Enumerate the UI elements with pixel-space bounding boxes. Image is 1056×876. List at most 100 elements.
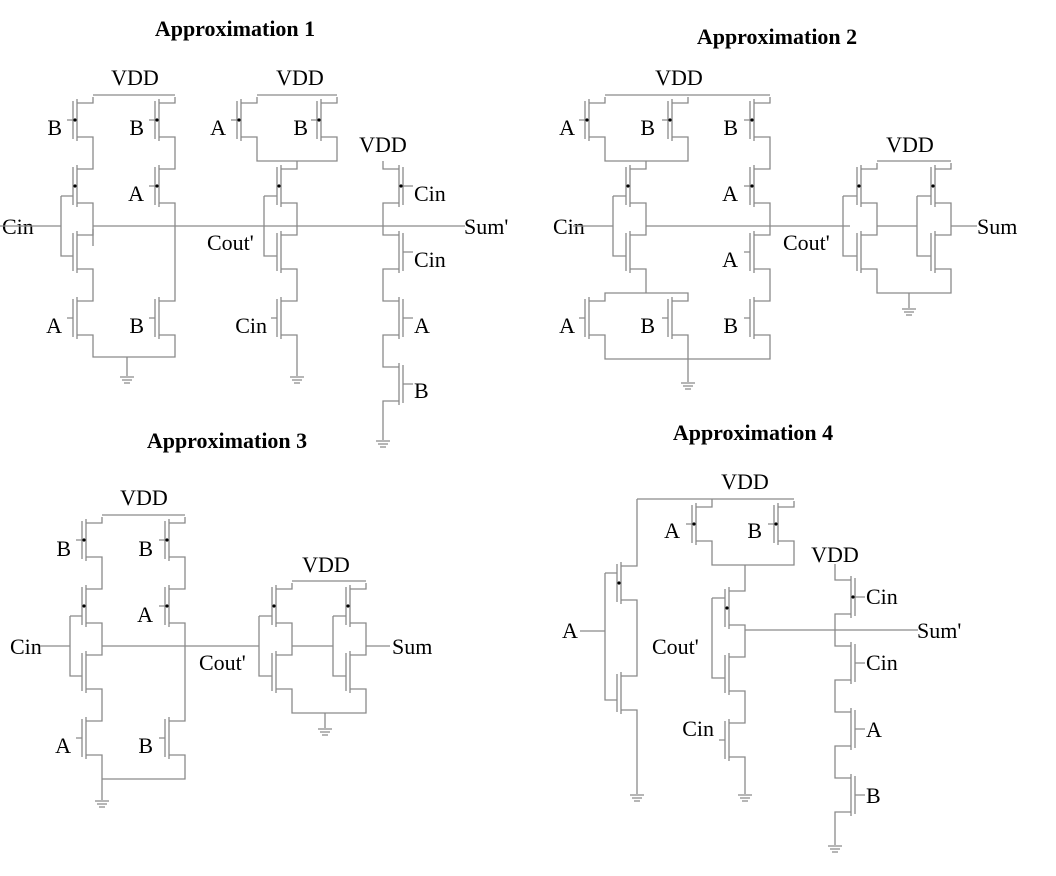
wires <box>0 94 977 853</box>
output-label-sum: Sum' <box>917 618 961 643</box>
wire <box>101 563 186 583</box>
pmos-transistor <box>625 163 647 209</box>
wire <box>842 195 931 257</box>
nmos-transistor <box>930 229 952 275</box>
pmos-transistor <box>72 163 94 209</box>
vdd-label: VDD <box>359 132 407 157</box>
pmos-bubble-icon <box>73 118 77 122</box>
nmos-transistor <box>276 229 298 275</box>
input-label-a: A <box>562 618 578 643</box>
nmos-transistor <box>662 295 689 341</box>
pmos-bubble-icon <box>626 184 630 188</box>
pmos-bubble-icon <box>272 604 276 608</box>
node-label-cout: Cout' <box>199 650 246 675</box>
vdd-label: VDD <box>276 65 324 90</box>
pmos-transistor <box>159 583 186 629</box>
gate-label: Cin <box>682 716 714 741</box>
wire <box>258 615 346 677</box>
wire <box>604 341 771 382</box>
wire <box>256 143 338 163</box>
ground-icon <box>120 376 134 384</box>
pmos-bubble-icon <box>725 606 729 610</box>
pmos-transistor <box>67 97 94 143</box>
nmos-transistor <box>271 295 298 341</box>
pmos-transistor <box>834 574 865 620</box>
nmos-transistor <box>67 295 94 341</box>
gate-label: A <box>128 181 144 206</box>
pmos-transistor <box>856 163 878 209</box>
pmos-bubble-icon <box>277 184 281 188</box>
pmos-bubble-icon <box>82 604 86 608</box>
pmos-bubble-icon <box>73 184 77 188</box>
gate-label: A <box>137 602 153 627</box>
gate-label: A <box>722 181 738 206</box>
gate-label: B <box>723 115 738 140</box>
wire <box>263 195 277 257</box>
pmos-transistor <box>76 517 103 563</box>
pmos-transistor <box>662 97 689 143</box>
gate-label: B <box>129 313 144 338</box>
pmos-bubble-icon <box>692 522 696 526</box>
gate-label: B <box>47 115 62 140</box>
output-label-sum: Sum' <box>464 214 508 239</box>
vdd-label: VDD <box>886 132 934 157</box>
nmos-transistor <box>382 295 413 341</box>
pmos-bubble-icon <box>82 538 86 542</box>
ground-icon <box>828 845 842 853</box>
approx3-labels: VDD VDD Cin Cout' Sum B B A A B <box>10 485 432 758</box>
vdd-label: VDD <box>111 65 159 90</box>
pmos-bubble-icon <box>617 581 621 585</box>
ground-icon <box>681 382 695 390</box>
pmos-transistor <box>149 163 176 209</box>
ground-icon <box>318 728 332 736</box>
gate-label: B <box>414 378 429 403</box>
gate-label: B <box>747 518 762 543</box>
panel-title-approx2: Approximation 2 <box>697 24 857 49</box>
pmos-bubble-icon <box>750 118 754 122</box>
nmos-transistor <box>159 715 186 761</box>
approx4-labels: VDD VDD A Cout' Sum' A B Cin Cin Cin A B <box>562 469 961 808</box>
gate-label: B <box>138 733 153 758</box>
ground-icon <box>630 794 644 802</box>
gate-label: A <box>559 313 575 338</box>
pmos-transistor <box>276 163 298 209</box>
wire <box>612 195 626 257</box>
nmos-transistor <box>579 295 606 341</box>
nmos-transistor <box>625 229 647 275</box>
wire <box>92 143 176 163</box>
pmos-bubble-icon <box>165 604 169 608</box>
pmos-bubble-icon <box>237 118 241 122</box>
pmos-transistor <box>724 585 746 631</box>
panel-title-approx3: Approximation 3 <box>147 428 307 453</box>
pmos-bubble-icon <box>851 595 855 599</box>
wire <box>92 209 176 295</box>
gate-label: A <box>210 115 226 140</box>
wire <box>92 341 176 376</box>
gate-label: A <box>559 115 575 140</box>
approx2-labels: VDD VDD Cin Cout' Sum A B B A A B A B <box>553 65 1017 338</box>
nmos-transistor <box>149 295 176 341</box>
pmos-bubble-icon <box>399 184 403 188</box>
wire <box>604 275 689 295</box>
nmos-transistor <box>719 717 746 763</box>
gate-label: Cin <box>414 247 446 272</box>
panel-title-approx4: Approximation 4 <box>673 420 833 445</box>
pmos-bubble-icon <box>165 538 169 542</box>
pmos-bubble-icon <box>585 118 589 122</box>
pmos-transistor <box>382 163 413 209</box>
pmos-bubble-icon <box>857 184 861 188</box>
nmos-transistor <box>72 229 94 275</box>
vdd-label: VDD <box>120 485 168 510</box>
pmos-transistor <box>149 97 176 143</box>
nmos-transistor <box>81 649 103 695</box>
ground-icon <box>738 794 752 802</box>
pmos-transistor <box>311 97 338 143</box>
pmos-bubble-icon <box>317 118 321 122</box>
nmos-transistor <box>382 361 413 407</box>
wire <box>101 629 186 715</box>
nmos-transistor <box>345 649 367 695</box>
pmos-transistor <box>231 97 258 143</box>
gate-label: A <box>664 518 680 543</box>
vdd-label: VDD <box>655 65 703 90</box>
nmos-transistor <box>856 229 878 275</box>
